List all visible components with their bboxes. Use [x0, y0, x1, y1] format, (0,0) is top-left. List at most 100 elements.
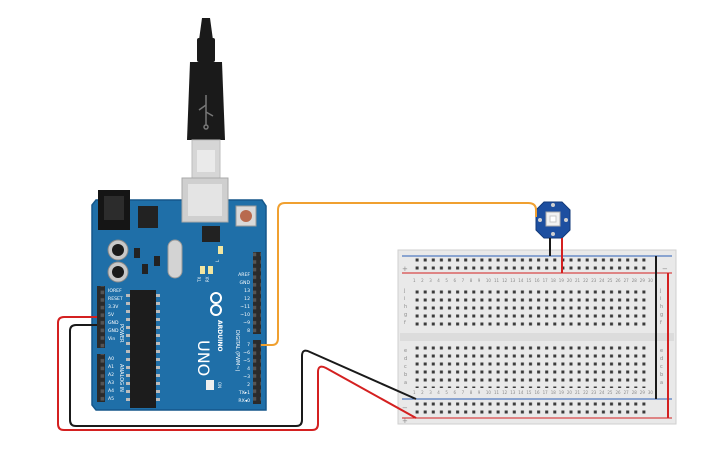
- column-label-20-top: 20: [567, 278, 573, 283]
- on-led: [206, 380, 214, 390]
- rx-led: [208, 266, 213, 274]
- row-label-i-left: i: [404, 296, 405, 302]
- pin-gnd-2: GND: [108, 328, 119, 334]
- digital-section-label: DIGITAL (PWM~): [234, 330, 240, 372]
- signal-wire[interactable]: [261, 202, 537, 346]
- row-label-f-right: f: [660, 320, 662, 326]
- row-label-d-left: d: [404, 356, 407, 362]
- row-label-j-left: j: [403, 288, 405, 294]
- crystal-oscillator: [167, 239, 183, 279]
- pin-a3: A3: [108, 380, 114, 386]
- column-label-12-bottom: 12: [502, 390, 508, 395]
- row-label-g-left: g: [404, 312, 407, 318]
- column-label-4-top: 4: [437, 278, 440, 283]
- capacitor-1: [107, 239, 129, 261]
- column-label-25-top: 25: [607, 278, 613, 283]
- pin-d5: ~5: [243, 358, 250, 364]
- column-label-17-top: 17: [543, 278, 549, 283]
- pin-d6: ~6: [243, 350, 250, 356]
- column-label-7-bottom: 7: [462, 390, 465, 395]
- column-label-15-top: 15: [526, 278, 532, 283]
- row-label-b-right: b: [660, 372, 663, 378]
- atmega-chip: [130, 290, 156, 408]
- column-label-13-top: 13: [510, 278, 516, 283]
- column-label-22-bottom: 22: [583, 390, 589, 395]
- top-power-rail: [412, 258, 650, 272]
- power-section-label: POWER: [118, 324, 124, 343]
- pin-gnd-top: GND: [239, 280, 250, 286]
- pin-gnd-1: GND: [108, 320, 119, 326]
- row-label-a-left: a: [404, 380, 407, 386]
- column-label-26-bottom: 26: [616, 390, 622, 395]
- reset-button-cap[interactable]: [240, 210, 252, 222]
- l-led-label: L: [215, 259, 220, 262]
- pin-d3: ~3: [243, 374, 250, 380]
- column-label-29-top: 29: [640, 278, 646, 283]
- column-label-13-bottom: 13: [510, 390, 516, 395]
- pin-a5: A5: [108, 396, 114, 402]
- column-label-18-bottom: 18: [551, 390, 557, 395]
- usb-symbol-icon: [198, 95, 214, 130]
- bottom-power-rail: [412, 401, 650, 416]
- pin-rx0: RX◂0: [238, 398, 250, 404]
- pin-d12: 12: [244, 296, 250, 302]
- column-label-27-top: 27: [624, 278, 630, 283]
- row-label-c-left: c: [404, 364, 407, 370]
- pin-a1: A1: [108, 364, 114, 370]
- tx-led-label: TX: [197, 277, 202, 283]
- column-label-19-bottom: 19: [559, 390, 565, 395]
- column-label-25-bottom: 25: [607, 390, 613, 395]
- ground-wire[interactable]: [69, 324, 417, 427]
- pin-ioref: IOREF: [108, 288, 122, 294]
- column-label-4-bottom: 4: [437, 390, 440, 395]
- row-label-a-right: a: [660, 380, 663, 386]
- pin-d7: 7: [247, 342, 250, 348]
- row-label-g-right: g: [660, 312, 663, 318]
- column-label-9-bottom: 9: [478, 390, 481, 395]
- column-label-1-top: 1: [413, 278, 416, 283]
- pin-reset: RESET: [108, 296, 123, 302]
- pin-5v: 5V: [108, 312, 115, 318]
- bottom-rail-minus-label: −: [402, 404, 408, 412]
- row-label-e-left: e: [404, 348, 407, 354]
- column-label-9-top: 9: [478, 278, 481, 283]
- capacitor-2: [107, 261, 129, 283]
- pin-aref: AREF: [238, 272, 250, 278]
- column-label-23-bottom: 23: [591, 390, 597, 395]
- pin-d4: 4: [247, 366, 250, 372]
- column-label-30-top: 30: [648, 278, 654, 283]
- column-label-16-bottom: 16: [535, 390, 541, 395]
- column-label-6-top: 6: [454, 278, 457, 283]
- row-label-e-right: e: [660, 348, 663, 354]
- column-label-28-bottom: 28: [632, 390, 638, 395]
- column-label-8-top: 8: [470, 278, 473, 283]
- row-label-h-left: h: [404, 304, 407, 310]
- column-label-16-top: 16: [535, 278, 541, 283]
- pin-d11: ~11: [240, 304, 250, 310]
- l-led: [218, 246, 223, 254]
- column-label-21-top: 21: [575, 278, 581, 283]
- tx-led: [200, 266, 205, 274]
- column-label-26-top: 26: [616, 278, 622, 283]
- column-label-8-bottom: 8: [470, 390, 473, 395]
- row-label-d-right: d: [660, 356, 663, 362]
- column-label-17-bottom: 17: [543, 390, 549, 395]
- column-label-14-top: 14: [518, 278, 524, 283]
- power-wire-5v[interactable]: [57, 316, 417, 431]
- column-label-28-top: 28: [632, 278, 638, 283]
- analog-section-label: ANALOG IN: [118, 364, 124, 392]
- pin-3v3: 3.3V: [108, 304, 119, 310]
- pin-a4: A4: [108, 388, 114, 394]
- column-label-10-bottom: 10: [486, 390, 492, 395]
- column-label-15-bottom: 15: [526, 390, 532, 395]
- column-label-20-bottom: 20: [567, 390, 573, 395]
- rgb-led-module[interactable]: [535, 201, 571, 239]
- column-label-6-bottom: 6: [454, 390, 457, 395]
- row-label-h-right: h: [660, 304, 663, 310]
- brand-label: ARDUINO: [216, 320, 223, 351]
- pin-d8: 8: [247, 328, 250, 334]
- column-label-3-top: 3: [429, 278, 432, 283]
- upper-terminal-strip: [412, 286, 650, 328]
- row-label-i-right: i: [660, 296, 661, 302]
- usb-chip: [202, 226, 220, 242]
